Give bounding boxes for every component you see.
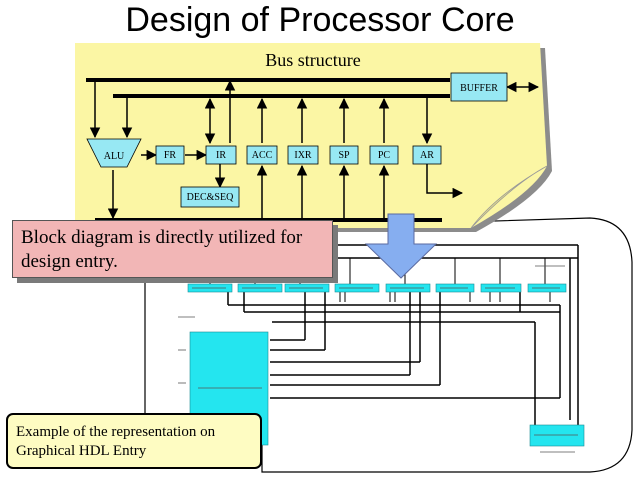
block-labels: Bus structure BUFFER ALU FR IR ACC IXR S… — [104, 50, 499, 203]
note-body — [75, 43, 547, 228]
signal-arrows — [89, 79, 464, 220]
bus-structure-note — [75, 43, 552, 232]
fr-block — [155, 145, 185, 165]
ir-block — [205, 145, 237, 165]
fr-label: FR — [164, 150, 177, 161]
register-blocks — [86, 72, 508, 208]
ixr-label: IXR — [294, 150, 312, 161]
slide-title: Design of Processor Core — [125, 1, 515, 39]
ixr-block — [287, 145, 319, 165]
example-note: Example of the representation on Graphic… — [6, 413, 262, 469]
down-arrow-icon — [364, 213, 438, 279]
pc-label: PC — [378, 150, 391, 161]
decseq-label: DEC&SEQ — [187, 192, 234, 203]
alu-label: ALU — [104, 151, 125, 162]
buffer-label: BUFFER — [460, 83, 498, 94]
alu-block — [86, 138, 142, 168]
callout-block-diagram-entry: Block diagram is directly utilized for d… — [12, 220, 333, 278]
sp-label: SP — [338, 150, 350, 161]
ar-label: AR — [420, 150, 434, 161]
ir-label: IR — [216, 150, 226, 161]
note-fold — [470, 165, 548, 229]
acc-block — [246, 145, 278, 165]
ar-block — [412, 145, 442, 165]
bus-structure-label: Bus structure — [265, 50, 360, 70]
buffer-block — [450, 72, 508, 102]
hdl-schematic — [144, 217, 633, 473]
sp-block — [329, 145, 359, 165]
decseq-block — [180, 186, 240, 208]
acc-label: ACC — [252, 150, 273, 161]
pc-block — [369, 145, 399, 165]
